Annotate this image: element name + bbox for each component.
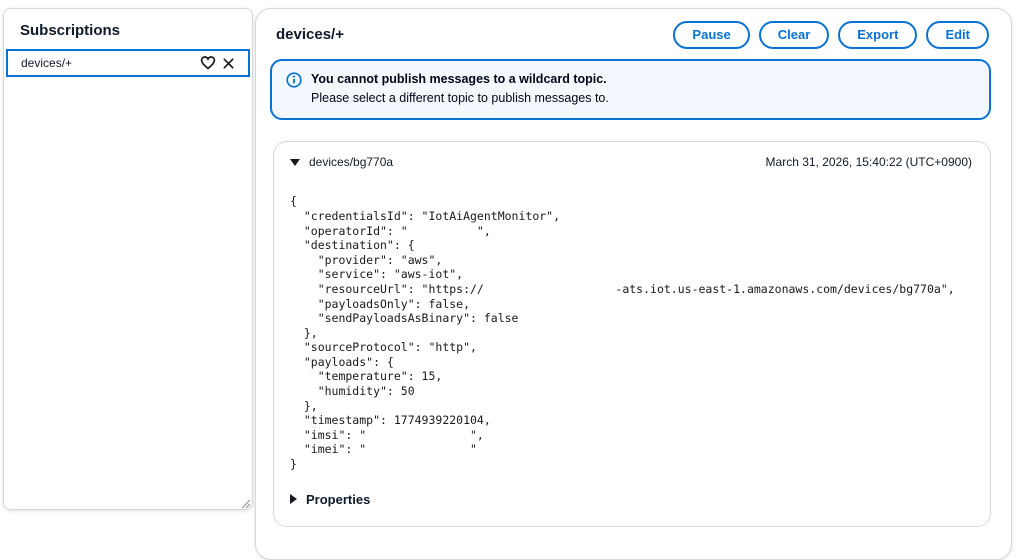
subscriptions-title: Subscriptions xyxy=(20,22,121,39)
panel-resize-grip[interactable] xyxy=(239,496,251,509)
banner-body: Please select a different topic to publi… xyxy=(311,90,609,105)
subscription-topic-label: devices/+ xyxy=(21,56,73,70)
unsubscribe-close-icon[interactable] xyxy=(218,53,238,73)
action-buttons: Pause Clear Export Edit xyxy=(673,21,989,49)
export-button[interactable]: Export xyxy=(838,21,918,49)
subscriptions-panel: Subscriptions devices/+ xyxy=(3,8,253,510)
wildcard-info-banner: You cannot publish messages to a wildcar… xyxy=(270,58,991,121)
chevron-down-icon xyxy=(290,158,300,166)
banner-heading: You cannot publish messages to a wildcar… xyxy=(311,71,607,86)
topic-title: devices/+ xyxy=(276,26,344,44)
favorite-heart-icon[interactable] xyxy=(198,53,218,73)
properties-toggle[interactable]: Properties xyxy=(290,492,972,507)
message-expand-toggle[interactable]: devices/bg770a xyxy=(290,155,393,169)
subscription-item-devices-wildcard[interactable]: devices/+ xyxy=(6,49,250,77)
info-icon xyxy=(286,71,302,93)
topic-header: devices/+ Pause Clear Export Edit xyxy=(256,9,1011,55)
message-topic: devices/bg770a xyxy=(309,155,394,170)
chevron-right-icon xyxy=(290,494,297,505)
properties-label: Properties xyxy=(306,491,371,507)
pause-button[interactable]: Pause xyxy=(673,21,750,49)
clear-button[interactable]: Clear xyxy=(758,21,830,49)
message-timestamp: March 31, 2026, 15:40:22 (UTC+0900) xyxy=(765,155,972,170)
message-payload-json: { "credentialsId": "IotAiAgentMonitor", … xyxy=(290,194,955,472)
edit-button[interactable]: Edit xyxy=(926,21,989,49)
message-header: devices/bg770a March 31, 2026, 15:40:22 … xyxy=(290,155,972,169)
banner-text: You cannot publish messages to a wildcar… xyxy=(311,70,609,109)
topic-detail-panel: devices/+ Pause Clear Export Edit You ca… xyxy=(255,8,1012,560)
message-card: devices/bg770a March 31, 2026, 15:40:22 … xyxy=(273,141,991,528)
